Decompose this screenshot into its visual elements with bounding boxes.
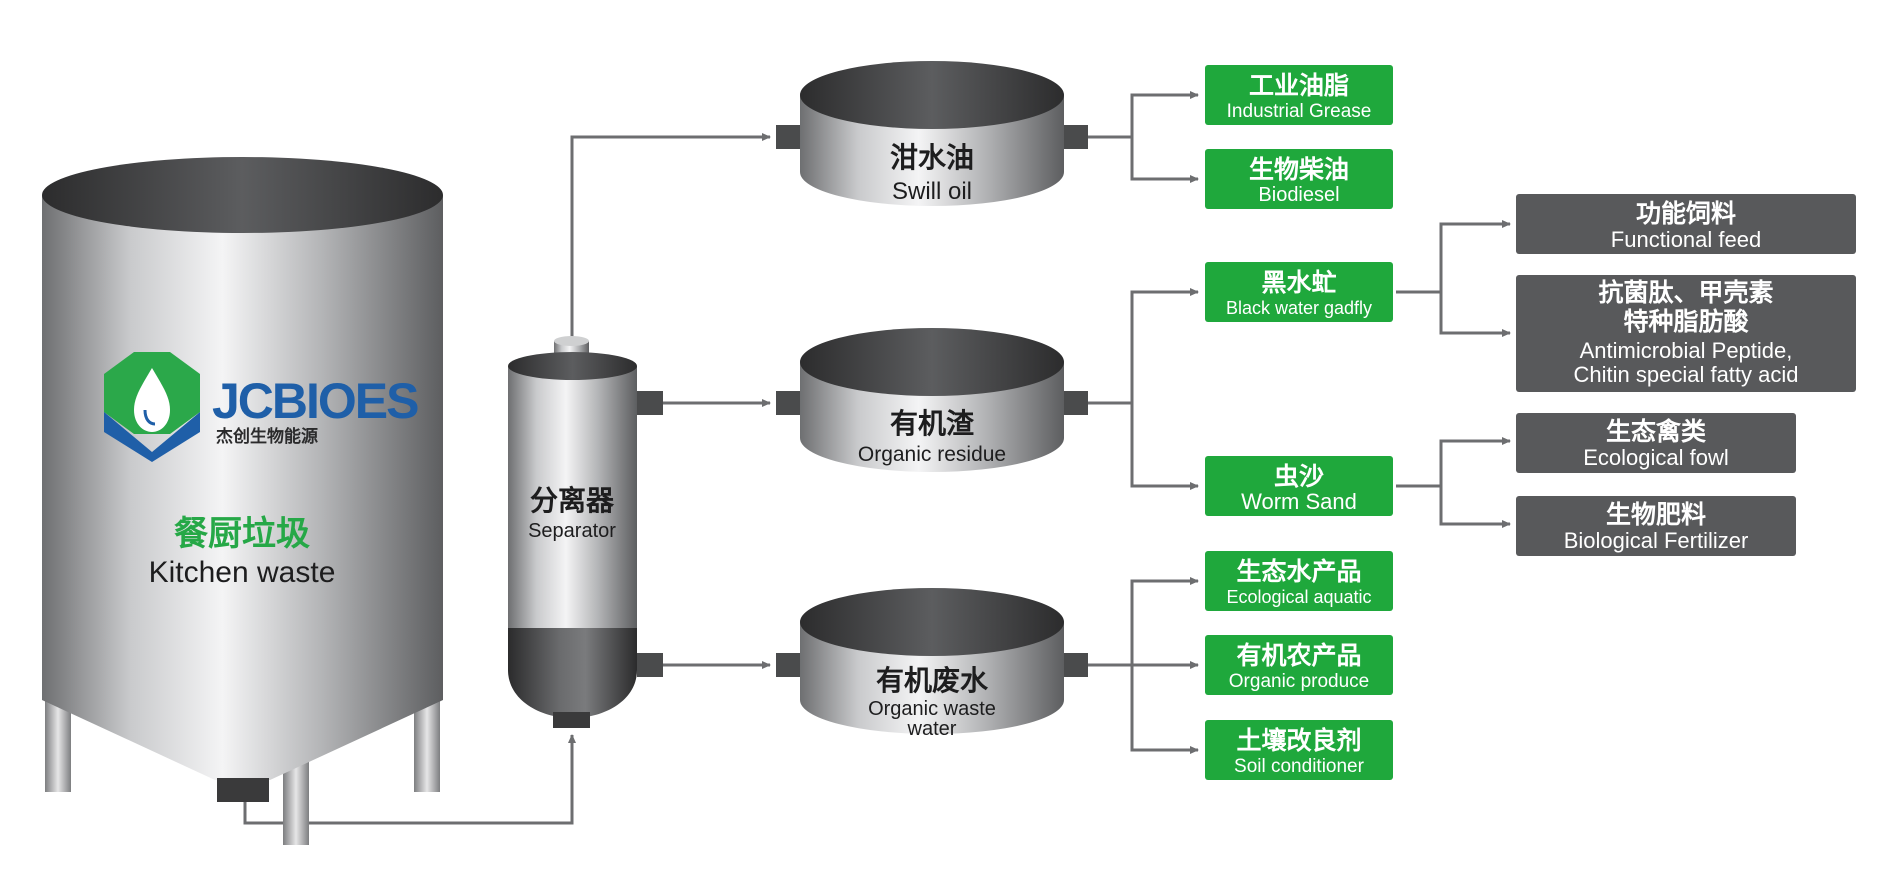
separator-label-en: Separator bbox=[528, 520, 616, 542]
separator-nozzle bbox=[637, 653, 663, 677]
derived-box bbox=[1516, 413, 1796, 473]
derived-label-cn: 生物肥料 bbox=[1606, 501, 1706, 529]
arrow-gadfly-to-peptide bbox=[1439, 292, 1511, 337]
product-label-en: Black water gadfly bbox=[1226, 298, 1372, 318]
product-box bbox=[1205, 262, 1393, 322]
arrow-separator-to-swill-oil bbox=[570, 133, 771, 338]
product-organic-produce: 有机农产品 Organic produce bbox=[1205, 635, 1393, 695]
basin-nozzle bbox=[1062, 653, 1088, 677]
product-biodiesel: 生物柴油 Biodiesel bbox=[1205, 149, 1393, 209]
product-box bbox=[1205, 551, 1393, 611]
brand-name-cn: 杰创生物能源 bbox=[216, 426, 318, 446]
basin-nozzle bbox=[1062, 125, 1088, 149]
derived-antimicrobial-peptide: 抗菌肽、甲壳素 特种脂肪酸 Antimicrobial Peptide, Chi… bbox=[1516, 275, 1856, 392]
derived-box bbox=[1516, 275, 1856, 392]
product-box bbox=[1205, 65, 1393, 125]
product-box bbox=[1205, 456, 1393, 516]
derived-label-cn: 生态禽类 bbox=[1606, 417, 1707, 446]
product-industrial-grease: 工业油脂 Industrial Grease bbox=[1205, 65, 1393, 125]
product-label-en: Industrial Grease bbox=[1227, 101, 1372, 122]
tank-body bbox=[42, 195, 443, 700]
basin-nozzle bbox=[1062, 391, 1088, 415]
basin-nozzle bbox=[776, 391, 802, 415]
connector-lines bbox=[243, 91, 1511, 825]
derived-label-cn: 功能饲料 bbox=[1636, 199, 1736, 228]
product-label-cn: 虫沙 bbox=[1274, 463, 1324, 491]
derived-label-en: Biological Fertilizer bbox=[1564, 528, 1749, 553]
arrow-residue-to-wormsand bbox=[1130, 403, 1199, 490]
product-worm-sand: 虫沙 Worm Sand bbox=[1205, 456, 1393, 516]
basin-label-cn: 泔水油 bbox=[890, 142, 974, 173]
product-label-cn: 土壤改良剂 bbox=[1236, 726, 1361, 755]
product-label-en: Ecological aquatic bbox=[1226, 587, 1371, 607]
separator-label-cn: 分离器 bbox=[530, 484, 615, 516]
derived-functional-feed: 功能饲料 Functional feed bbox=[1516, 194, 1856, 254]
derived-label-en: Ecological fowl bbox=[1583, 445, 1729, 470]
basin-label-en: Organic residue bbox=[858, 443, 1006, 466]
product-soil-conditioner: 土壤改良剂 Soil conditioner bbox=[1205, 720, 1393, 780]
derived-ecological-fowl: 生态禽类 Ecological fowl bbox=[1516, 413, 1796, 473]
kitchen-waste-tank: JCBIOES 杰创生物能源 餐厨垃圾 Kitchen waste bbox=[42, 157, 443, 845]
tank-cone bbox=[42, 700, 443, 780]
basin-label-en: Swill oil bbox=[892, 178, 972, 205]
arrow-wastewater-to-soil bbox=[1130, 665, 1199, 754]
tank-label-cn: 餐厨垃圾 bbox=[174, 515, 310, 553]
separator-outlet bbox=[553, 712, 590, 728]
product-ecological-aquatic: 生态水产品 Ecological aquatic bbox=[1205, 551, 1393, 611]
basin-nozzle bbox=[776, 653, 802, 677]
separator-body bbox=[508, 366, 637, 628]
derived-label-en: Antimicrobial Peptide, bbox=[1580, 338, 1793, 363]
derived-box bbox=[1516, 496, 1796, 556]
derived-label-cn: 特种脂肪酸 bbox=[1623, 307, 1749, 336]
product-label-cn: 工业油脂 bbox=[1249, 72, 1349, 100]
arrow-gadfly-to-feed bbox=[1396, 220, 1511, 294]
arrow-wormsand-to-fertilizer bbox=[1439, 486, 1511, 528]
derived-label-en: Chitin special fatty acid bbox=[1574, 362, 1799, 387]
product-black-water-gadfly: 黑水虻 Black water gadfly bbox=[1205, 262, 1393, 322]
separator-lower bbox=[508, 625, 637, 718]
product-label-en: Soil conditioner bbox=[1234, 756, 1365, 777]
basin-organic-waste-water: 有机废水 Organic waste water bbox=[776, 588, 1088, 740]
brand-name: JCBIOES bbox=[212, 373, 418, 429]
arrow-swill-to-grease bbox=[1088, 91, 1199, 139]
basin-label-en: Organic waste bbox=[868, 698, 996, 720]
basin-label-cn: 有机废水 bbox=[876, 665, 989, 696]
arrow-tank-to-separator bbox=[243, 734, 576, 825]
basin-organic-residue: 有机渣 Organic residue bbox=[776, 328, 1088, 472]
product-label-en: Worm Sand bbox=[1241, 489, 1357, 514]
arrow-wastewater-to-aquatic bbox=[1088, 577, 1199, 667]
basin-swill-oil: 泔水油 Swill oil bbox=[776, 61, 1088, 206]
derived-label-cn: 抗菌肽、甲壳素 bbox=[1598, 278, 1773, 307]
arrow-swill-to-biodiesel bbox=[1130, 137, 1199, 183]
product-label-en: Biodiesel bbox=[1258, 184, 1339, 206]
arrow-wormsand-to-fowl bbox=[1396, 437, 1511, 488]
product-label-en: Organic produce bbox=[1229, 671, 1369, 692]
basin-label-en: water bbox=[907, 718, 957, 740]
tank-label-en: Kitchen waste bbox=[149, 556, 336, 589]
product-label-cn: 生物柴油 bbox=[1249, 156, 1349, 184]
product-box bbox=[1205, 720, 1393, 780]
tank-outlet bbox=[217, 778, 269, 802]
derived-box bbox=[1516, 194, 1856, 254]
product-label-cn: 黑水虻 bbox=[1261, 269, 1336, 297]
product-label-cn: 生态水产品 bbox=[1236, 558, 1361, 586]
product-box bbox=[1205, 149, 1393, 209]
arrow-residue-to-gadfly bbox=[1088, 288, 1199, 405]
jcbioes-logo-icon bbox=[104, 352, 200, 462]
product-box bbox=[1205, 635, 1393, 695]
tank-lid bbox=[42, 157, 443, 233]
derived-biological-fertilizer: 生物肥料 Biological Fertilizer bbox=[1516, 496, 1796, 556]
product-label-cn: 有机农产品 bbox=[1236, 642, 1361, 670]
derived-label-en: Functional feed bbox=[1611, 227, 1761, 252]
basin-nozzle bbox=[776, 125, 802, 149]
separator-nozzle bbox=[637, 391, 663, 415]
separator-unit: 分离器 Separator bbox=[508, 336, 663, 728]
basin-label-cn: 有机渣 bbox=[890, 408, 975, 439]
